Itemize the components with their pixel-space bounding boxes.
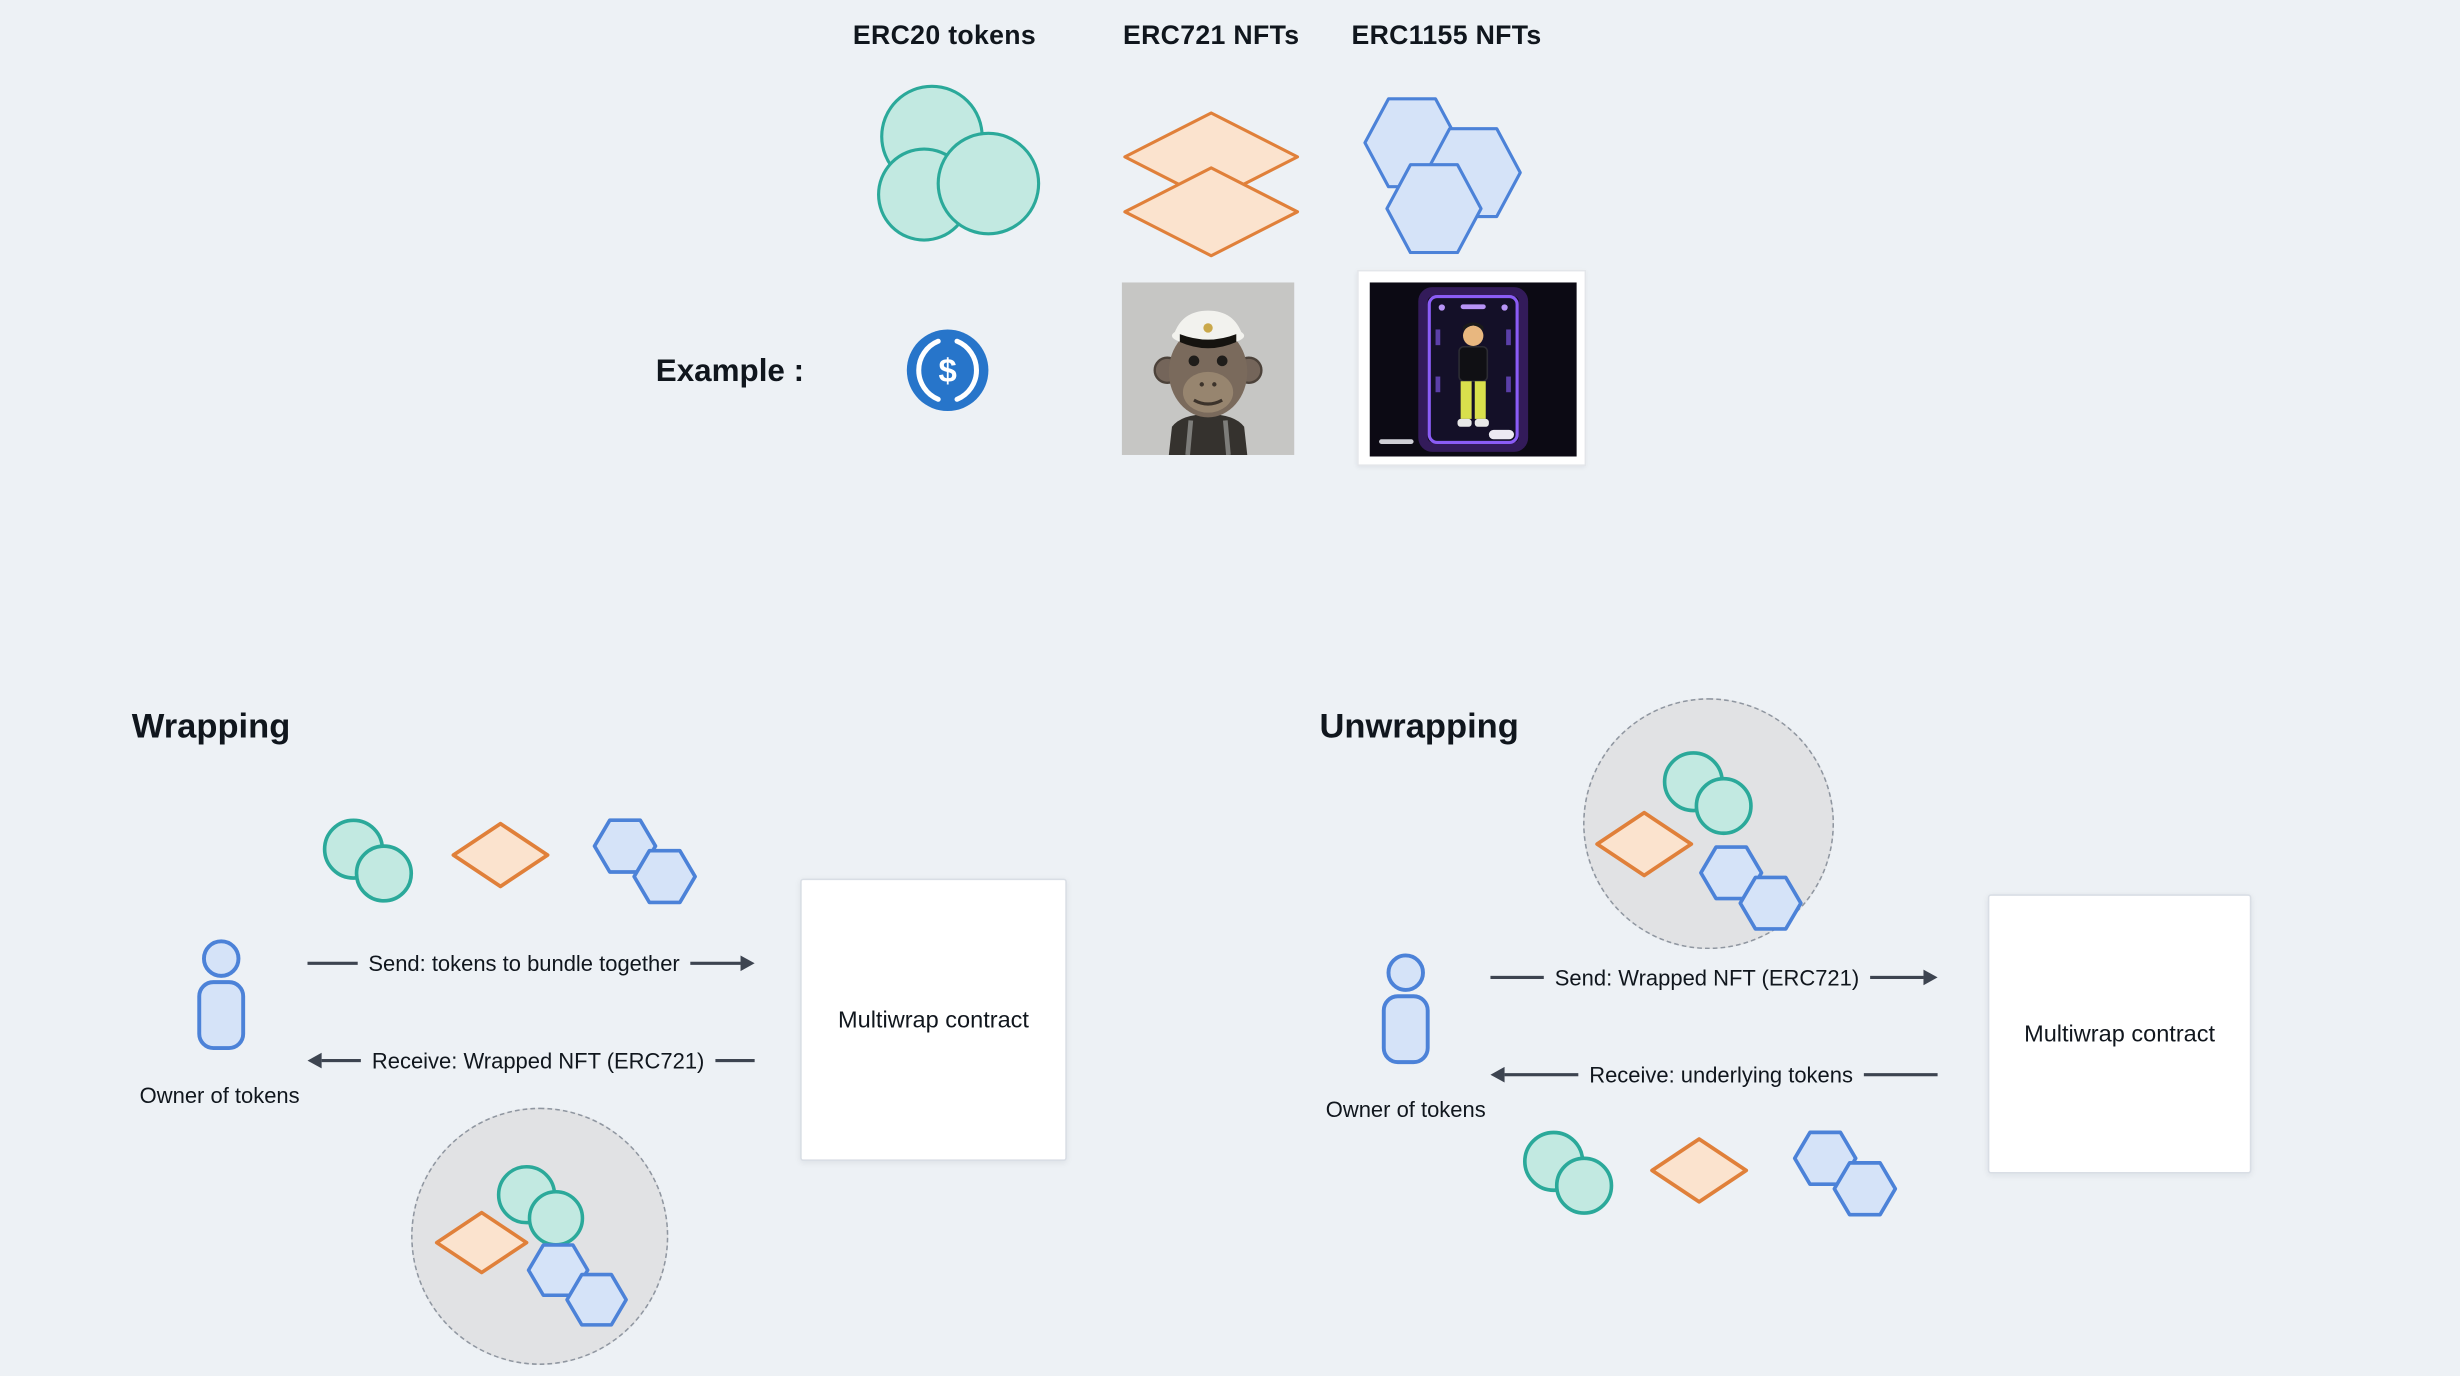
example-label: Example :: [655, 354, 805, 390]
multiwrap-contract-label: Multiwrap contract: [838, 1006, 1029, 1034]
erc721-diamond-icon: [1649, 1136, 1749, 1205]
arrowhead-right-icon: [740, 955, 755, 972]
erc721-diamond-icon: [1594, 810, 1694, 879]
unwrapping-receive-arrow: Receive: underlying tokens: [1490, 1057, 1938, 1092]
erc1155-hexagon-pair-icon: [526, 1241, 630, 1329]
erc20-token-pair-icon: [320, 816, 417, 907]
owner-of-tokens-label: Owner of tokens: [1325, 1096, 1486, 1122]
erc20-token-cluster-icon: [877, 84, 1041, 242]
character-nft-card-image: [1369, 282, 1577, 457]
erc1155-nft-stack-icon: [1363, 97, 1522, 255]
wrapped-bundle-circle: [1583, 698, 1835, 950]
erc1155-hexagon-pair-icon: [591, 816, 698, 907]
erc721-diamond-icon: [433, 1210, 530, 1276]
arrow-line: [715, 1058, 755, 1063]
erc721-diamond-icon: [450, 821, 550, 890]
multiwrap-contract-box: Multiwrap contract: [1987, 894, 2252, 1174]
arrow-line: [1504, 1072, 1579, 1077]
wrapped-bundle-circle: [411, 1107, 669, 1365]
erc721-nft-stack-icon: [1123, 111, 1300, 258]
arrow-line: [690, 961, 741, 966]
erc721-nfts-label: ERC721 NFTs: [1122, 20, 1300, 51]
erc20-token-pair-icon: [1520, 1128, 1617, 1219]
owner-of-tokens-label: Owner of tokens: [139, 1082, 300, 1108]
dollar-sign-glyph: $: [938, 352, 956, 389]
unwrapping-title: Unwrapping: [1319, 706, 1519, 746]
arrowhead-right-icon: [1923, 969, 1938, 986]
arrowhead-left-icon: [307, 1052, 322, 1069]
multiwrap-contract-box: Multiwrap contract: [800, 878, 1067, 1161]
arrow-line: [1863, 1072, 1938, 1077]
wrapping-title: Wrapping: [131, 706, 291, 746]
erc1155-hexagon-pair-icon: [1792, 1128, 1899, 1219]
unwrapping-send-arrow: Send: Wrapped NFT (ERC721): [1490, 960, 1938, 995]
owner-person-icon: [1376, 952, 1436, 1065]
multiwrap-contract-label: Multiwrap contract: [2024, 1020, 2216, 1048]
owner-person-icon: [191, 938, 251, 1051]
arrowhead-left-icon: [1490, 1066, 1505, 1083]
wrapping-receive-arrow: Receive: Wrapped NFT (ERC721): [307, 1043, 755, 1078]
usdc-coin-icon: $: [906, 329, 989, 412]
wrapping-receive-label: Receive: Wrapped NFT (ERC721): [371, 1048, 705, 1074]
erc1155-example-card: [1357, 269, 1587, 466]
erc1155-nfts-label: ERC1155 NFTs: [1351, 20, 1542, 51]
arrow-line: [1490, 975, 1544, 980]
erc1155-hexagon-pair-icon: [1698, 844, 1805, 932]
wrapping-send-label: Send: tokens to bundle together: [368, 950, 680, 976]
arrow-line: [307, 961, 358, 966]
erc20-tokens-label: ERC20 tokens: [852, 20, 1037, 51]
unwrapping-receive-label: Receive: underlying tokens: [1589, 1062, 1853, 1088]
arrow-line: [321, 1058, 361, 1063]
wrapping-send-arrow: Send: tokens to bundle together: [307, 946, 755, 981]
bored-ape-nft-image: [1121, 282, 1295, 455]
arrow-line: [1870, 975, 1924, 980]
unwrapping-send-label: Send: Wrapped NFT (ERC721): [1554, 964, 1860, 990]
